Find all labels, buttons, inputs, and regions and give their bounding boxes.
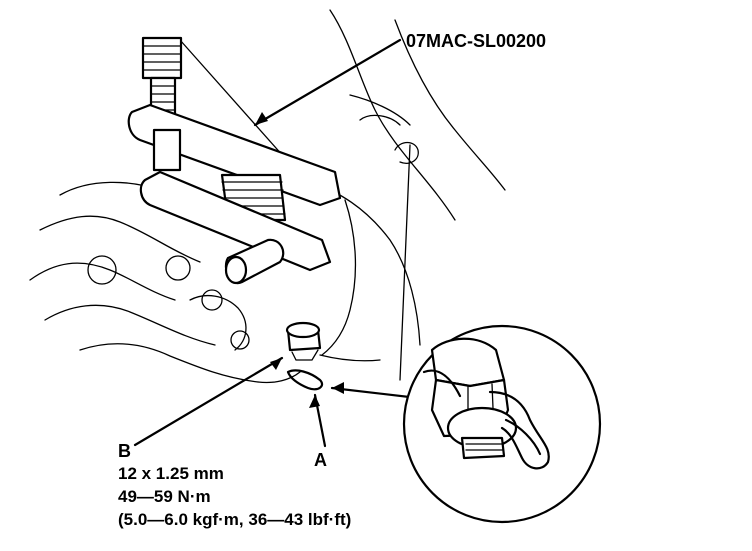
ball-joint-remover-tool xyxy=(127,36,342,391)
background-suspension-outline xyxy=(29,9,506,384)
leader-line-b xyxy=(133,356,284,447)
tool-part-number: 07MAC-SL00200 xyxy=(406,31,546,51)
detail-arrow xyxy=(330,386,420,400)
spec-torque-nm: 49—59 N·m xyxy=(118,487,211,506)
callout-a-label: A xyxy=(314,450,327,470)
leader-line-tool xyxy=(253,38,402,127)
callout-b-label: B xyxy=(118,441,131,461)
detail-arrow-head xyxy=(332,382,344,394)
detail-magnifier xyxy=(402,324,602,524)
spec-thread-size: 12 x 1.25 mm xyxy=(118,464,224,483)
arrow-head-b xyxy=(270,358,282,370)
arrow-head-tool xyxy=(255,112,268,125)
arrow-head-a xyxy=(309,395,320,408)
spec-torque-other-units: (5.0—6.0 kgf·m, 36—43 lbf·ft) xyxy=(118,510,351,529)
